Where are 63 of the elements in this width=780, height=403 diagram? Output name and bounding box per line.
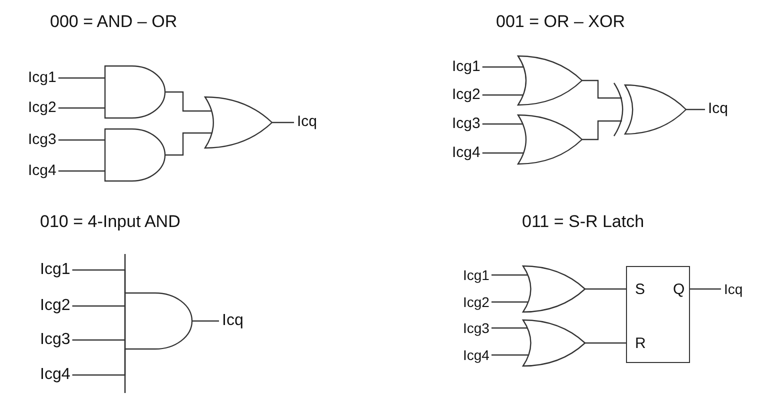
panel-title: 001 = OR – XOR <box>496 12 625 32</box>
and-gate-symbol <box>105 66 165 118</box>
wire <box>585 342 626 344</box>
input-label: Icg2 <box>40 297 70 315</box>
input-label: Icg1 <box>40 261 70 279</box>
pin-label: R <box>635 335 646 353</box>
input-label: Icg2 <box>452 86 480 104</box>
input-label: Icg4 <box>40 366 70 384</box>
input-label: Icg4 <box>28 162 56 180</box>
or-gate-symbol <box>518 56 582 105</box>
wire <box>482 94 524 96</box>
wire <box>192 320 219 322</box>
pin-label: S <box>635 281 646 299</box>
wire <box>58 170 105 172</box>
wire <box>491 301 528 303</box>
or-gate-symbol <box>205 97 272 148</box>
panel-title: 011 = S-R Latch <box>522 212 644 232</box>
wire <box>272 122 294 124</box>
input-label: Icg2 <box>28 99 56 117</box>
and-gate-symbol <box>125 293 192 349</box>
wire <box>165 91 212 112</box>
input-label: Icg4 <box>452 144 480 162</box>
wire <box>582 120 622 140</box>
input-label: Icg3 <box>452 115 480 133</box>
wire <box>72 348 126 376</box>
input-label: Icg1 <box>463 266 490 284</box>
wire <box>491 274 528 276</box>
or-gate-symbol <box>518 115 582 164</box>
panel-title: 010 = 4-Input AND <box>40 212 180 232</box>
wire <box>582 80 622 99</box>
and-gate-symbol <box>105 129 165 181</box>
output-label: Icq <box>297 113 318 131</box>
wire <box>58 139 105 141</box>
panel-title: 000 = AND – OR <box>50 12 178 32</box>
wire <box>482 152 524 154</box>
latch-box <box>626 266 690 363</box>
wire <box>58 107 105 109</box>
wire <box>72 305 125 307</box>
wire <box>686 108 705 110</box>
input-label: Icg2 <box>463 293 490 311</box>
wire <box>482 123 523 125</box>
or-gate-symbol <box>523 320 585 366</box>
wire <box>491 354 529 356</box>
wire <box>491 327 528 329</box>
wire <box>72 269 126 294</box>
input-label: Icg3 <box>463 319 490 337</box>
output-label: Icq <box>222 312 244 330</box>
wire <box>165 132 212 156</box>
output-label: Icq <box>708 100 728 118</box>
input-label: Icg4 <box>463 346 490 364</box>
wire <box>585 288 626 290</box>
pin-label: Q <box>673 281 685 299</box>
xor-gate-symbol <box>616 85 686 134</box>
wire <box>690 288 721 290</box>
input-label: Icg3 <box>28 131 56 149</box>
input-label: Icg1 <box>452 58 480 76</box>
wire <box>482 66 524 68</box>
input-label: Icg3 <box>40 331 70 349</box>
wire <box>58 77 105 79</box>
input-label: Icg1 <box>28 69 56 87</box>
wire <box>72 339 125 341</box>
or-gate-symbol <box>523 266 585 312</box>
output-label: Icq <box>724 280 743 298</box>
